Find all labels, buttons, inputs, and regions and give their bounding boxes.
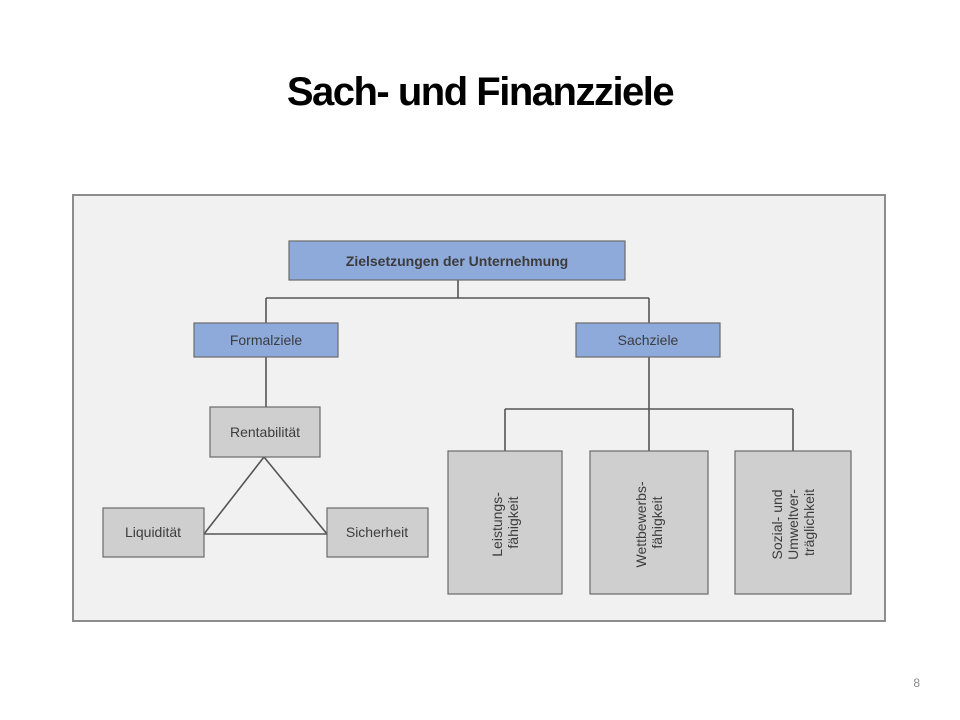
box-rentabilitaet-label: Rentabilität	[230, 424, 300, 440]
box-liquiditaet-label: Liquidität	[125, 524, 181, 540]
box-umweltvertraeglichkeit-line-2: Umweltver-	[785, 489, 801, 560]
box-formalziele: Formalziele	[193, 322, 339, 358]
box-leistungsfaehigkeit: Leistungs- fähigkeit	[447, 450, 563, 595]
page-number: 8	[913, 676, 920, 690]
box-sicherheit-label: Sicherheit	[346, 524, 408, 540]
connector-triangle	[202, 455, 329, 535]
box-sachziele-label: Sachziele	[618, 332, 679, 348]
goals-diagram: Zielsetzungen der Unternehmung Formalzie…	[72, 194, 886, 622]
box-leistungsfaehigkeit-label: Leistungs- fähigkeit	[489, 488, 521, 556]
diagram-canvas: Zielsetzungen der Unternehmung Formalzie…	[102, 240, 852, 595]
box-sicherheit: Sicherheit	[326, 507, 429, 558]
box-leistungsfaehigkeit-line-1: Leistungs-	[489, 492, 505, 557]
box-wettbewerbsfaehigkeit: Wettbewerbs- fähigkeit	[589, 450, 709, 595]
box-liquiditaet: Liquidität	[102, 507, 205, 558]
box-zielsetzungen-label: Zielsetzungen der Unternehmung	[346, 253, 568, 269]
box-formalziele-label: Formalziele	[230, 332, 303, 348]
box-wettbewerbsfaehigkeit-line-1: Wettbewerbs-	[633, 481, 649, 567]
box-zielsetzungen: Zielsetzungen der Unternehmung	[288, 240, 626, 281]
box-umweltvertraeglichkeit-line-1: Sozial- und	[769, 489, 785, 559]
box-wettbewerbsfaehigkeit-line-2: fähigkeit	[649, 496, 665, 548]
slide-title: Sach- und Finanzziele	[286, 70, 675, 114]
box-umweltvertraeglichkeit: Sozial- und Umweltver- träglichkeit	[734, 450, 852, 595]
connectors	[202, 280, 794, 535]
box-sachziele: Sachziele	[575, 322, 721, 358]
box-leistungsfaehigkeit-line-2: fähigkeit	[505, 496, 521, 548]
box-rentabilitaet: Rentabilität	[209, 406, 321, 458]
box-umweltvertraeglichkeit-label: Sozial- und Umweltver- träglichkeit	[769, 485, 817, 560]
box-umweltvertraeglichkeit-line-3: träglichkeit	[801, 489, 817, 556]
box-wettbewerbsfaehigkeit-label: Wettbewerbs- fähigkeit	[633, 478, 665, 568]
